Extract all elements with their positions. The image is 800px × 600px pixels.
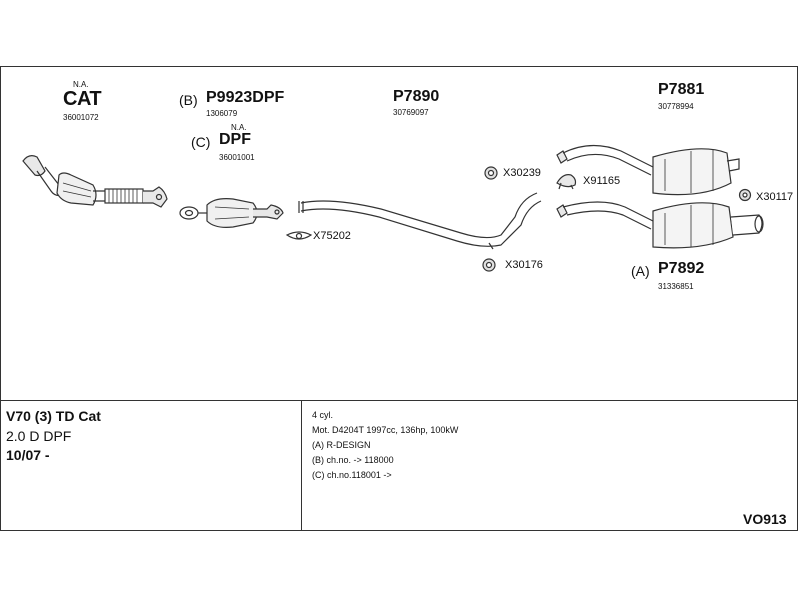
- diagram-code: VO913: [743, 511, 787, 527]
- dpf-na-label: N.A.: [231, 123, 247, 132]
- note-engine: Mot. D4204T 1997cc, 136hp, 100kW: [312, 425, 459, 435]
- p7881-part-number: 30778994: [658, 102, 694, 111]
- exhaust-drawing: [22, 144, 764, 272]
- p7892-part-name: P7892: [658, 260, 705, 277]
- vehicle-date: 10/07 -: [6, 447, 50, 463]
- p7892-part-number: 31336851: [658, 282, 694, 291]
- dpf-part-name: DPF: [219, 131, 251, 148]
- rear-silencer-p7892-drawing: [556, 201, 764, 249]
- cat-na-label: N.A.: [73, 80, 89, 89]
- x91165-clamp-drawing: [556, 174, 577, 190]
- p9923dpf-part-number: 1306079: [206, 109, 238, 118]
- p7892-prefix: (A): [631, 263, 650, 279]
- x91165-label: X91165: [583, 175, 621, 187]
- note-chassis-b: (B) ch.no. -> 118000: [312, 455, 394, 465]
- exhaust-diagram: N.A. CAT 36001072 (B) P9923DPF 1306079 N…: [1, 67, 797, 401]
- x30117-hanger-drawing: [738, 188, 752, 202]
- x30239-label: X30239: [503, 167, 541, 179]
- cat-part-number: 36001072: [63, 113, 99, 122]
- note-r-design: (A) R-DESIGN: [312, 440, 371, 450]
- dpf-drawing: [179, 198, 284, 228]
- middle-pipe-drawing: [298, 192, 542, 250]
- p7890-part-name: P7890: [393, 88, 440, 105]
- cat-part-name: CAT: [63, 88, 102, 110]
- vehicle-model: V70 (3) TD Cat: [6, 408, 101, 424]
- divider-horizontal: [1, 400, 797, 401]
- dpf-part-number: 36001001: [219, 153, 255, 162]
- divider-vertical: [301, 400, 302, 530]
- x30239-clamp-drawing: [484, 166, 498, 180]
- x75202-gasket-drawing: [285, 231, 313, 240]
- x30176-label: X30176: [505, 259, 543, 271]
- dpf-prefix: (C): [191, 134, 211, 150]
- p7881-part-name: P7881: [658, 81, 705, 98]
- x30176-hanger-drawing: [482, 258, 496, 272]
- note-chassis-c: (C) ch.no.118001 ->: [312, 470, 392, 480]
- cat-converter-drawing: [22, 155, 168, 208]
- p9923dpf-part-name: P9923DPF: [206, 89, 285, 106]
- rear-silencer-p7881-drawing: [556, 144, 740, 196]
- catalog-sheet: N.A. CAT 36001072 (B) P9923DPF 1306079 N…: [0, 66, 798, 531]
- p9923dpf-prefix: (B): [179, 92, 198, 108]
- vehicle-engine: 2.0 D DPF: [6, 428, 72, 444]
- note-cylinders: 4 cyl.: [312, 410, 334, 420]
- x75202-label: X75202: [313, 230, 351, 242]
- p7890-part-number: 30769097: [393, 108, 429, 117]
- x30117-label: X30117: [756, 191, 794, 203]
